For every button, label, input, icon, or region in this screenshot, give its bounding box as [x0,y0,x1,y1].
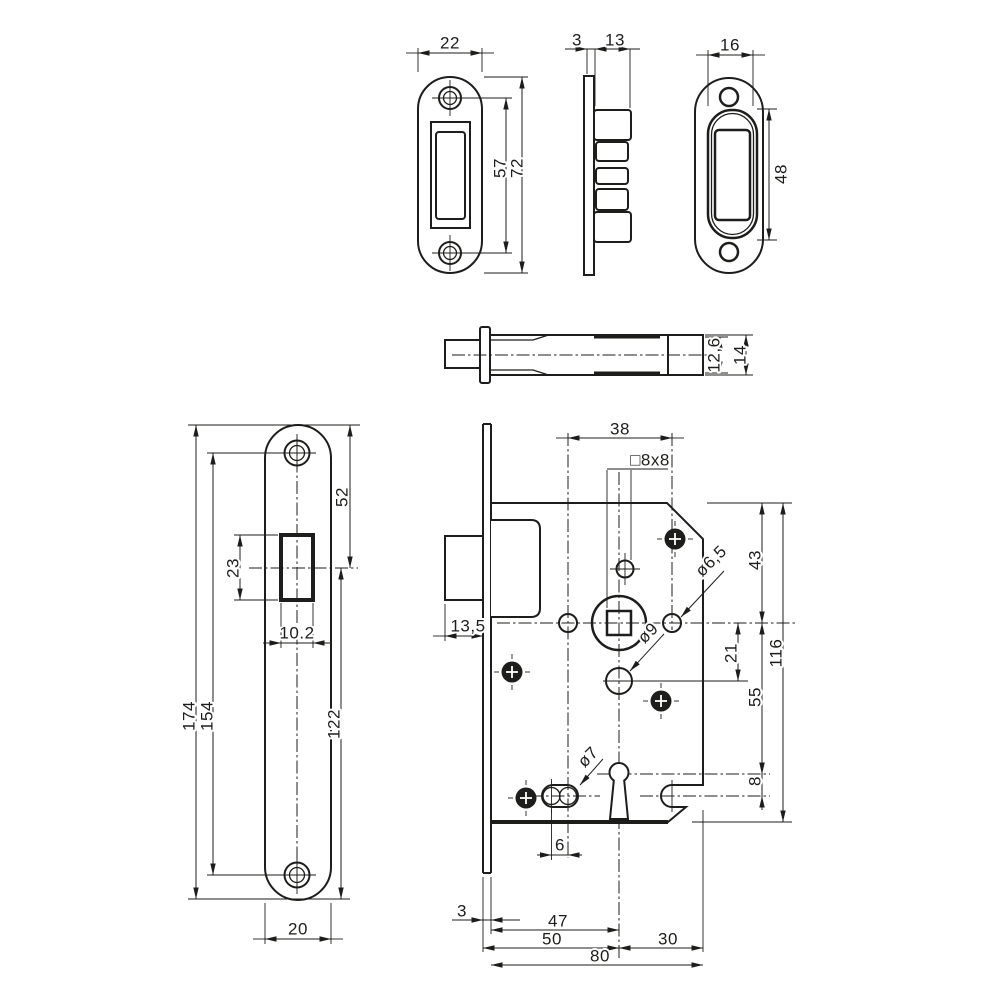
strike-plate-side-plate [583,75,595,276]
magnet-plate-outline [694,77,764,274]
dim-bolt-total-height: 14 [731,345,750,365]
dim-top-to-center: 43 [746,550,765,570]
dim-slot-hole-dia: ø7 [574,743,602,771]
dim-strike-height: 72 [508,158,527,178]
dim-hole-span: 38 [610,420,630,439]
rivet-3 [643,683,679,719]
oval-slot [530,779,600,813]
dim-backset-outer: 50 [542,930,562,949]
dims-strike-front: 22 57 72 [406,32,529,274]
dim-faceplate-thickness: 3 [457,902,467,921]
dim-strike-width: 22 [440,34,460,53]
rivet-2 [657,521,693,557]
latch-window-inner [435,131,466,220]
magnet-hole-top [718,86,740,108]
dim-backset-inner: 47 [548,912,568,931]
dim-plate-height: 174 [180,701,199,731]
housing-block-bottom [593,211,632,243]
fixing-hole-right [662,613,682,633]
dims-strike-side: 3 13 [565,29,640,108]
keyhole [608,762,630,820]
screw-hole-top [432,80,468,116]
spindle-follower [590,594,648,652]
magnet-insert-rim [710,112,755,236]
dim-strike-hole-pitch: 57 [491,158,510,178]
faceplate-screw-bottom [278,856,316,894]
screw-hole-bottom [432,235,468,271]
latch-window-outer [430,121,471,229]
dims-bolt: 12,6 14 [703,334,753,376]
dim-bolt-height: 12,6 [705,337,724,372]
housing-rib-2 [595,167,629,185]
latch-bolt-body [491,519,541,618]
dims-magnet-plate: 16 48 [696,34,793,241]
magnet-hole-bottom [718,241,740,263]
faceplate-outline [264,424,332,901]
spindle-square [605,609,633,637]
dim-hole-pitch: 154 [198,701,217,731]
dim-latch-width: 10.2 [279,624,314,643]
dim-latch-projection: 13,5 [450,617,485,636]
strike-plate-outline [417,76,483,274]
dim-slot-pitch: 6 [555,836,565,855]
view-magnet-plate-front: 16 48 [694,34,793,274]
dim-latch-to-bottom: 122 [325,709,344,739]
fixing-hole-left [558,613,578,633]
dim-center-to-keyhole: 55 [746,687,765,707]
magnet-insert-outer [706,108,759,240]
view-lock-case: 38 □8x8 13,5 ø6,5 ø9 ø7 21 43 55 8 [433,418,795,968]
dim-keyhole-to-hook: 8 [746,776,765,786]
dim-center-to-lower-hole: 21 [722,643,741,663]
dim-insert-height: 48 [772,164,791,184]
housing-block-top [593,109,632,141]
view-strike-plate-side: 3 13 [565,29,640,276]
hole-dia9 [605,667,633,695]
rivet-4 [508,780,537,816]
magnet-insert-window [713,128,752,222]
view-strike-plate-front: 22 57 72 [406,32,529,274]
view-faceplate-front: 23 10.2 52 174 154 122 20 [178,424,360,944]
view-latch-bolt-side: 12,6 14 [444,326,753,384]
fixing-hole-top [610,553,640,585]
dim-hole-dia-right: ø6,5 [692,542,731,581]
dim-center-to-back: 30 [658,930,678,949]
bolt-head [444,339,481,369]
faceplate-screw-top [278,434,316,472]
dim-plate-thickness: 3 [572,31,582,50]
dims-faceplate: 23 10.2 52 174 154 122 20 [178,424,360,944]
dim-top-to-latch: 52 [333,487,352,507]
dim-latch-height: 23 [224,558,243,578]
dim-spindle-square: □8x8 [630,451,670,470]
latch-bolt-projection [444,535,484,601]
dim-housing-depth: 13 [605,31,625,50]
dim-case-depth: 80 [590,947,610,966]
rivet-1 [494,654,530,690]
case-faceplate [482,423,492,874]
dim-plate-width: 20 [288,920,308,939]
dim-case-height: 116 [767,639,786,668]
housing-rib-1 [595,141,629,162]
dim-insert-width: 16 [720,36,740,55]
housing-rib-3 [595,188,629,211]
